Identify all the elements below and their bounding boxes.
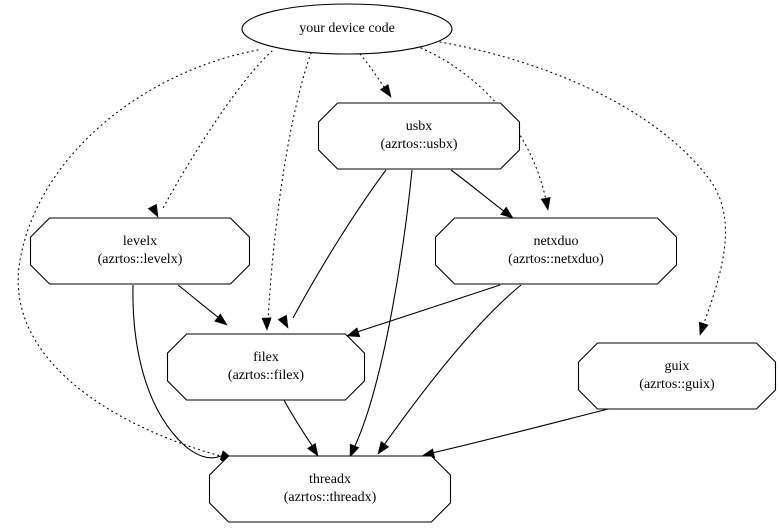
node-levelx[interactable]: levelx(azrtos::levelx) bbox=[29, 217, 251, 285]
edge-device-to-levelx bbox=[147, 50, 273, 218]
node-usbx-label-line-0: usbx bbox=[406, 119, 432, 134]
arrowhead-icon bbox=[147, 203, 159, 218]
node-threadx-shape[interactable] bbox=[208, 455, 452, 523]
edge-line bbox=[359, 53, 387, 91]
node-netxduo[interactable]: netxduo(azrtos::netxduo) bbox=[434, 217, 678, 285]
edge-netxduo-to-threadx bbox=[377, 284, 522, 455]
edge-filex-to-threadx bbox=[283, 399, 319, 457]
node-usbx[interactable]: usbx(azrtos::usbx) bbox=[317, 102, 521, 170]
arrowhead-icon bbox=[307, 442, 319, 457]
edge-line bbox=[132, 284, 222, 459]
edge-device-to-guix bbox=[439, 41, 726, 336]
edge-line bbox=[450, 169, 506, 213]
node-netxduo-label-line-0: netxduo bbox=[533, 234, 578, 249]
node-levelx-label-line-1: (azrtos::levelx) bbox=[98, 252, 183, 267]
node-filex-label-line-0: filex bbox=[253, 350, 279, 365]
node-filex-shape[interactable] bbox=[166, 333, 366, 401]
edge-netxduo-to-filex bbox=[346, 284, 501, 337]
node-device-label-line-0: your device code bbox=[299, 21, 395, 36]
node-levelx-shape[interactable] bbox=[29, 217, 251, 285]
node-usbx-label-line-1: (azrtos::usbx) bbox=[381, 137, 458, 152]
edge-device-to-usbx bbox=[359, 53, 392, 98]
edge-usbx-to-filex bbox=[277, 169, 387, 329]
edge-line bbox=[177, 284, 220, 319]
edge-line bbox=[431, 408, 609, 454]
edge-line bbox=[353, 169, 413, 449]
node-usbx-shape[interactable] bbox=[317, 102, 521, 170]
edge-line bbox=[267, 52, 312, 321]
edge-usbx-to-netxduo bbox=[450, 169, 514, 219]
edge-line bbox=[292, 169, 387, 319]
arrowhead-icon bbox=[277, 314, 289, 329]
edge-guix-to-threadx bbox=[421, 408, 609, 459]
arrowhead-icon bbox=[261, 317, 272, 331]
edge-device-to-filex bbox=[261, 52, 312, 331]
edge-line bbox=[356, 284, 501, 333]
arrowhead-icon bbox=[349, 443, 360, 458]
nodes-layer: your device codeusbx(azrtos::usbx)levelx… bbox=[29, 3, 777, 523]
edge-line bbox=[162, 50, 273, 209]
arrowhead-icon bbox=[699, 321, 709, 336]
node-levelx-label-line-0: levelx bbox=[123, 234, 157, 249]
node-threadx-label-line-1: (azrtos::threadx) bbox=[284, 490, 377, 505]
node-filex[interactable]: filex(azrtos::filex) bbox=[166, 333, 366, 401]
arrowhead-icon bbox=[500, 206, 514, 219]
edge-device-to-netxduo bbox=[420, 47, 551, 211]
node-netxduo-shape[interactable] bbox=[434, 217, 678, 285]
edge-levelx-to-filex bbox=[177, 284, 228, 326]
edge-line bbox=[439, 41, 726, 327]
arrowhead-icon bbox=[346, 327, 361, 337]
arrowhead-icon bbox=[377, 441, 390, 455]
edge-line bbox=[383, 284, 522, 446]
arrowhead-icon bbox=[214, 313, 228, 326]
node-guix-shape[interactable] bbox=[577, 342, 777, 410]
edge-line bbox=[283, 399, 314, 448]
node-device[interactable]: your device code bbox=[241, 3, 453, 55]
node-threadx[interactable]: threadx(azrtos::threadx) bbox=[208, 455, 452, 523]
node-guix[interactable]: guix(azrtos::guix) bbox=[577, 342, 777, 410]
node-filex-label-line-1: (azrtos::filex) bbox=[228, 368, 305, 383]
node-guix-label-line-1: (azrtos::guix) bbox=[639, 377, 715, 392]
arrowhead-icon bbox=[540, 196, 551, 211]
arrowhead-icon bbox=[379, 83, 392, 98]
node-netxduo-label-line-1: (azrtos::netxduo) bbox=[508, 252, 604, 267]
edge-line bbox=[17, 49, 259, 459]
edge-usbx-to-threadx bbox=[349, 169, 413, 458]
node-device-shape[interactable] bbox=[241, 3, 453, 55]
node-threadx-label-line-0: threadx bbox=[309, 472, 351, 487]
edges-layer bbox=[17, 41, 726, 462]
node-guix-label-line-0: guix bbox=[665, 359, 690, 374]
